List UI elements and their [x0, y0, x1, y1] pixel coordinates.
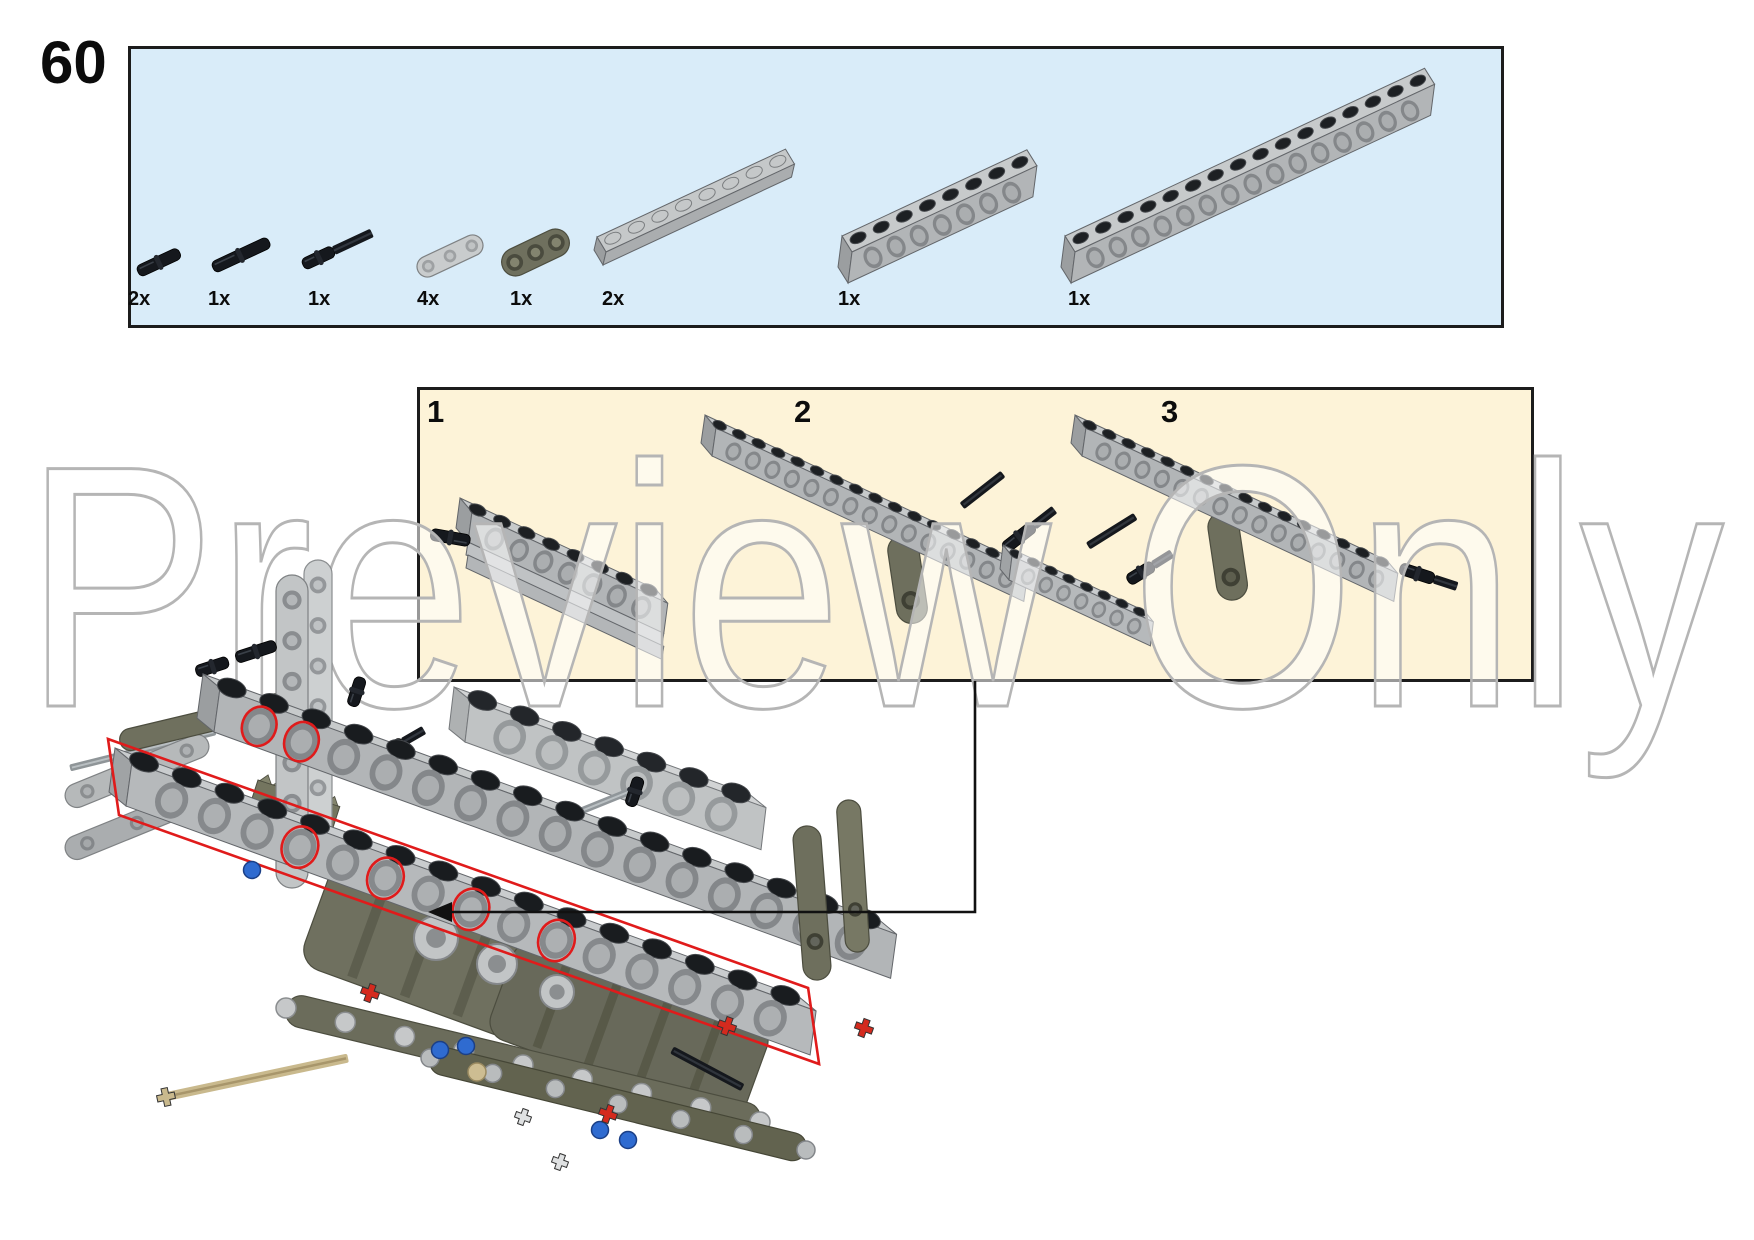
- step-number: 60: [40, 29, 107, 96]
- part-count-technic-pin: 2x: [128, 288, 151, 310]
- part-count-technic-pin-3l: 1x: [208, 288, 231, 310]
- tan-axle: [165, 1053, 349, 1101]
- substep-number-2: 2: [794, 394, 812, 429]
- chain-link: [690, 1097, 712, 1119]
- model-pin: [235, 640, 277, 663]
- part-count-technic-axle-pin: 1x: [308, 288, 331, 310]
- axle-end-cross: [513, 1107, 533, 1127]
- substep-number-1: 1: [427, 394, 445, 429]
- axle-end-cross: [716, 1015, 738, 1037]
- chain-link: [275, 997, 297, 1019]
- tower-liftarm: [303, 559, 333, 873]
- gearbox: [303, 857, 769, 1122]
- axle-end-cross: [597, 1103, 619, 1125]
- chain-link: [512, 1054, 534, 1076]
- chain-link: [670, 1109, 691, 1130]
- part-count-technic-brick-1x8: 1x: [838, 288, 861, 310]
- part-count-plate-1x8: 2x: [602, 288, 625, 310]
- model-pin-up: [625, 776, 645, 807]
- black-axle: [670, 1047, 744, 1091]
- blue-pin: [456, 1036, 476, 1056]
- axle-end-cross: [550, 1152, 570, 1172]
- model-back-rail: [196, 673, 898, 979]
- highlight-hole-ring: [365, 856, 406, 901]
- gray-axle: [69, 728, 216, 771]
- chain-link: [334, 1011, 356, 1033]
- chain-link: [749, 1111, 771, 1133]
- mudguard-beam: [64, 785, 210, 861]
- bottom-rail: [284, 995, 762, 1135]
- part-count-technic-brick-1x16: 1x: [1068, 288, 1091, 310]
- highlight-hole-ring: [451, 887, 491, 932]
- olive-beam: [119, 682, 331, 752]
- chain-link: [630, 1082, 653, 1105]
- chain-link: [453, 1040, 475, 1062]
- blue-pin: [618, 1130, 638, 1150]
- model-axle-pin: [370, 726, 426, 764]
- callout-arrowhead: [428, 902, 452, 922]
- bottom-rail: [428, 1046, 808, 1162]
- mudguard-beam: [64, 733, 210, 809]
- model-pin-up: [347, 676, 367, 707]
- blue-pin: [590, 1120, 610, 1140]
- tan-bushing: [467, 1062, 487, 1082]
- chain-link: [571, 1068, 593, 1090]
- model-pin: [195, 656, 230, 677]
- highlight-outline: [106, 737, 821, 1066]
- chain-link: [608, 1094, 628, 1114]
- gray-axle: [543, 787, 634, 829]
- highlight-hole-ring: [240, 705, 278, 748]
- axle-end-cross: [359, 982, 381, 1004]
- chain-link: [545, 1078, 566, 1099]
- blue-pin: [430, 1040, 450, 1060]
- substep-number-3: 3: [1161, 394, 1179, 429]
- olive-liftarm: [836, 799, 870, 953]
- olive-liftarm: [792, 825, 832, 981]
- chain-link: [482, 1063, 503, 1084]
- part-count-liftarm-1x3: 1x: [510, 288, 533, 310]
- callout-line: [446, 681, 977, 914]
- axle-end-cross: [853, 1017, 875, 1039]
- parts-box: 2x 1x 1x 4x 1x 2x 1x 1x: [128, 46, 1504, 328]
- highlight-hole-ring: [282, 720, 321, 763]
- gear-rack: [250, 774, 341, 829]
- part-count-thin-liftarm-1x3: 4x: [417, 288, 440, 310]
- highlight-hole-ring: [536, 918, 577, 963]
- blue-pin: [242, 860, 262, 880]
- chain-link: [420, 1048, 440, 1068]
- chain-link: [733, 1124, 754, 1145]
- highlight-hole-ring: [280, 825, 320, 870]
- substeps-box: 1 2 3: [417, 387, 1534, 682]
- tower-liftarm: [275, 574, 309, 889]
- model-highlighted-brick: [108, 747, 817, 1056]
- chain-link: [393, 1025, 416, 1048]
- chain-link: [796, 1140, 816, 1160]
- model-far-rail: [448, 686, 767, 851]
- axle-end-cross: [155, 1086, 177, 1108]
